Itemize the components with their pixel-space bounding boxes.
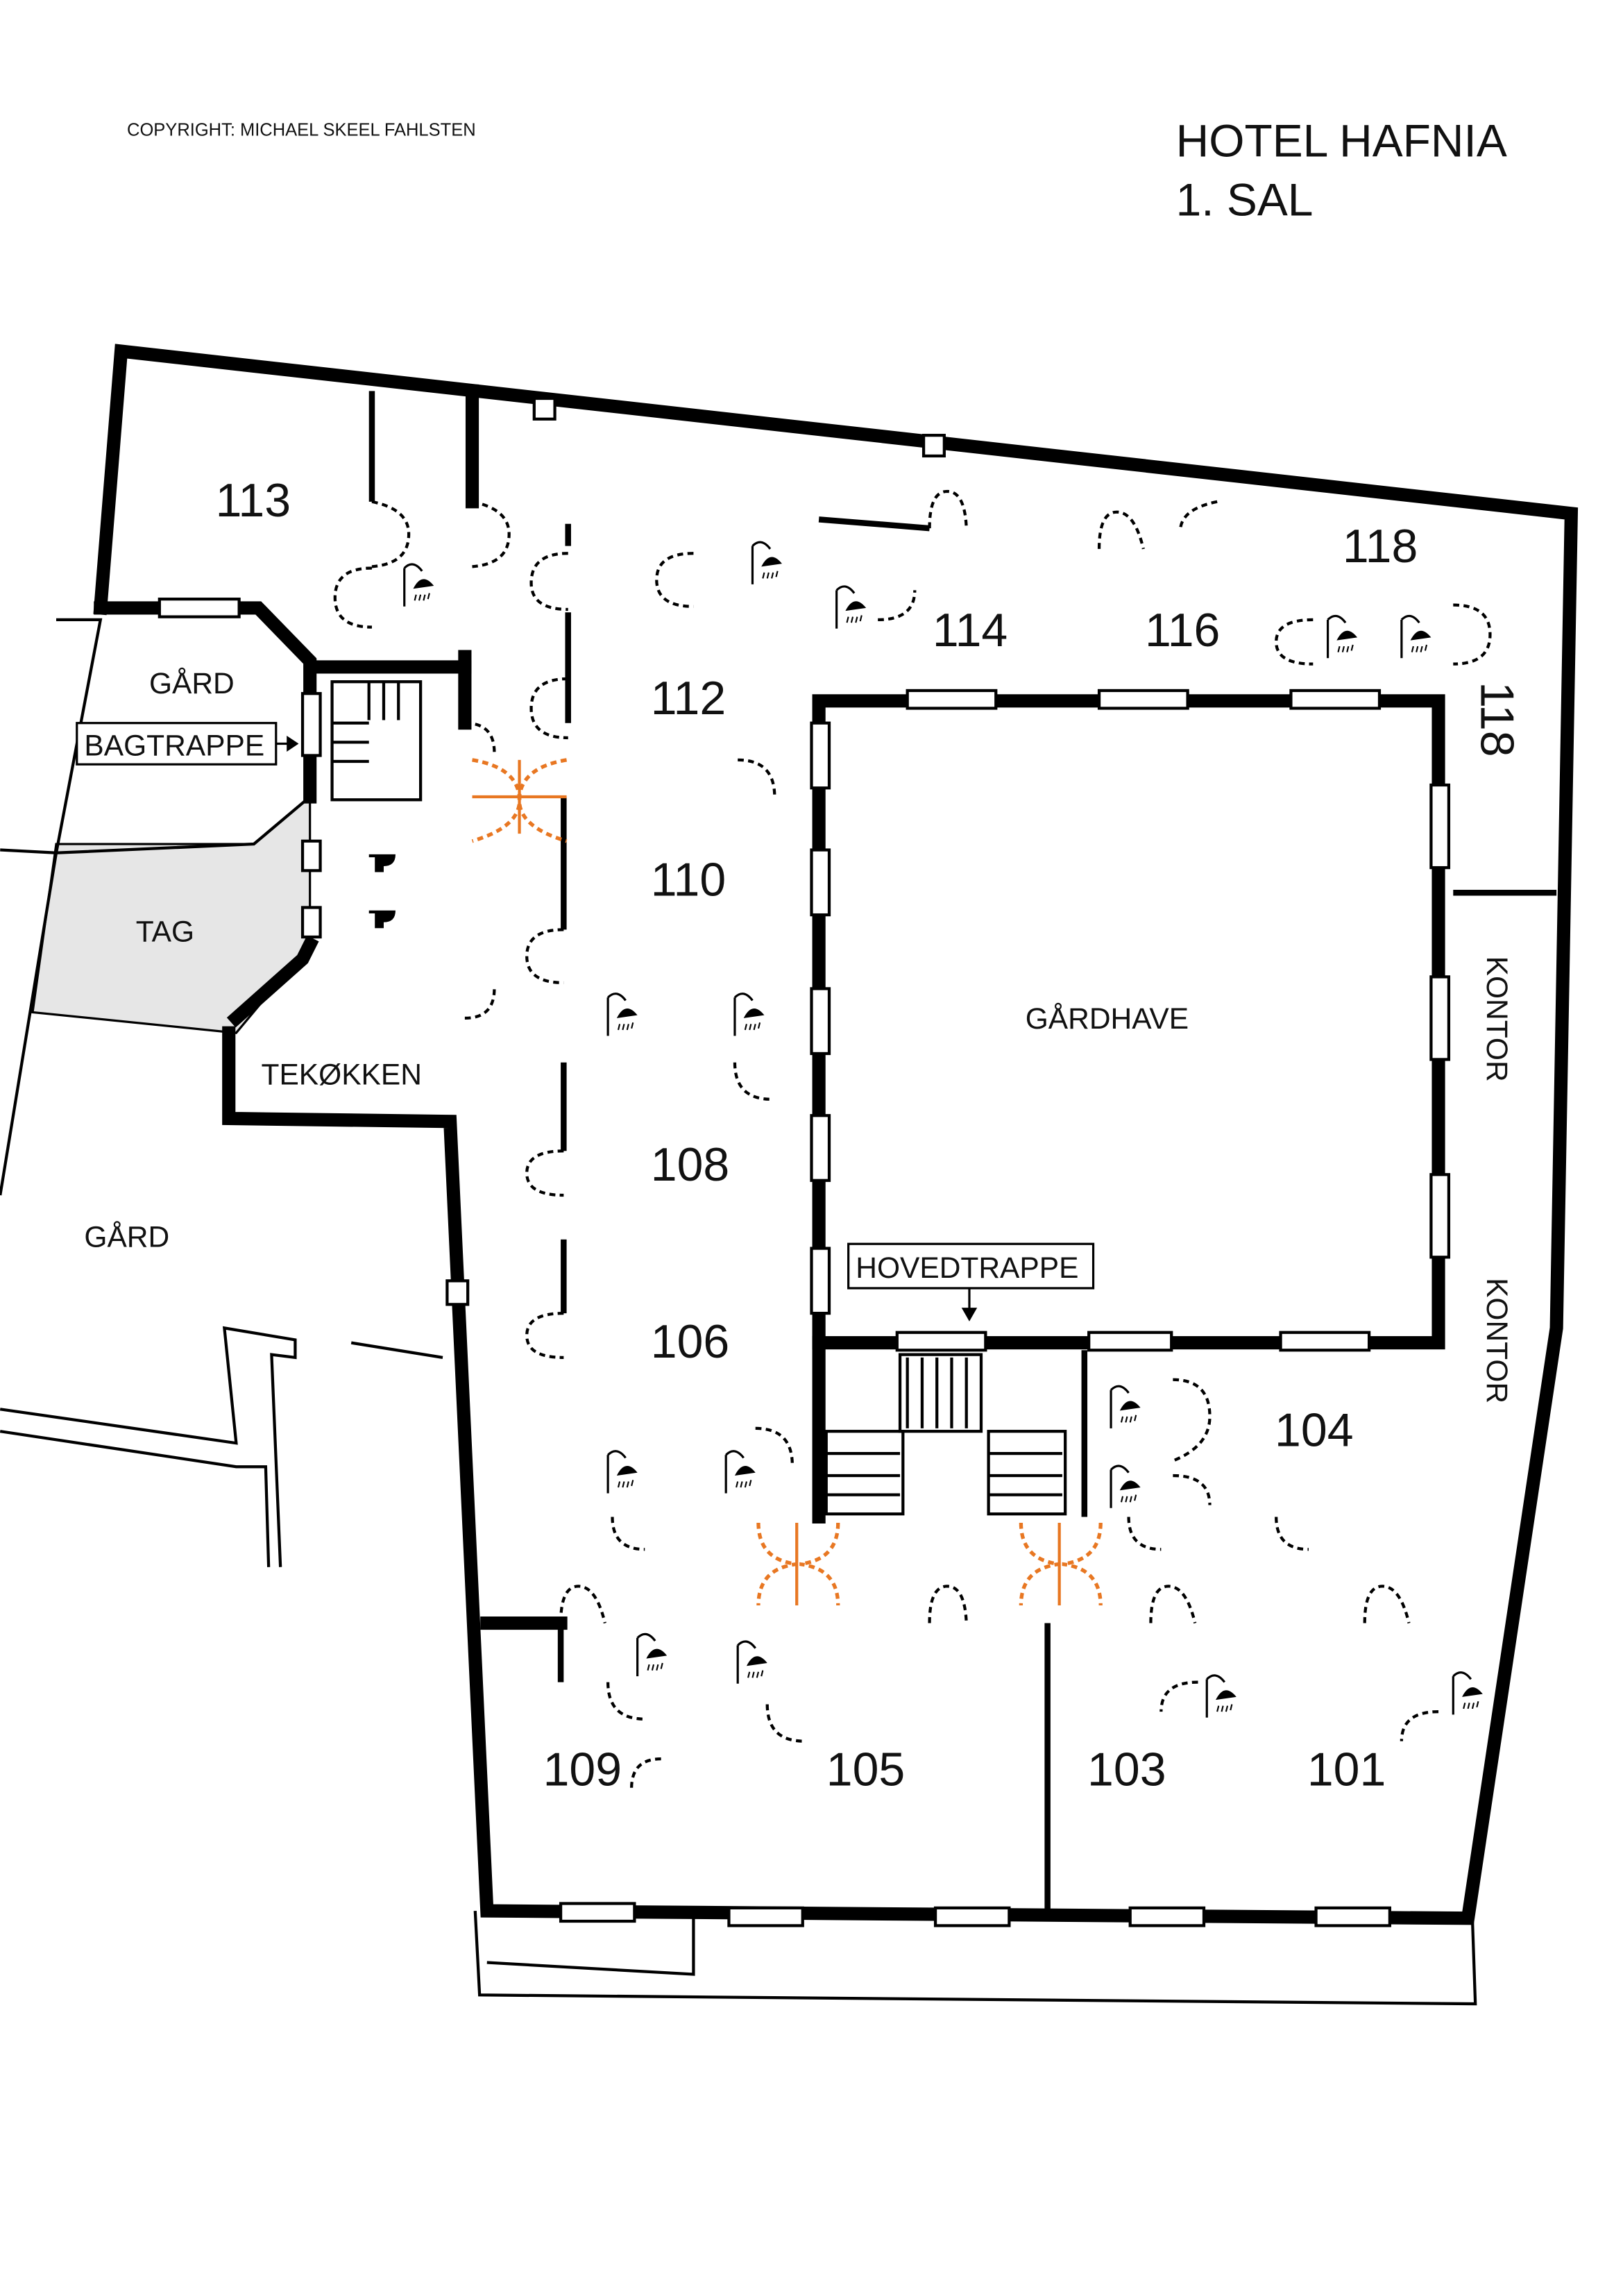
back-stair: [330, 680, 423, 802]
bagtrappe-box: [76, 722, 278, 766]
shower-icon: [751, 541, 783, 586]
interior-walls: [330, 391, 1557, 1911]
toilet-icon: [368, 834, 396, 872]
shower-icons: [368, 541, 1484, 1719]
room-114: 114: [933, 604, 1008, 657]
floor-label: 1. SAL: [1176, 174, 1314, 225]
room-labels: 113 112 110 108 106 114 116 118 118 104 …: [216, 474, 1524, 1796]
room-116: 116: [1145, 604, 1220, 657]
bagtrappe-label: BAGTRAPPE: [84, 729, 264, 762]
main-stair-treads: [898, 1353, 983, 1433]
page-title: HOTEL HAFNIA: [1176, 115, 1507, 166]
room-113: 113: [216, 474, 291, 527]
shower-icon: [606, 993, 639, 1038]
room-118: 118: [1343, 520, 1418, 573]
toilet-icon: [368, 889, 396, 929]
shower-icon: [1400, 614, 1432, 659]
tag-label: TAG: [136, 915, 194, 948]
shower-icon: [1326, 614, 1359, 659]
doors: [333, 489, 1492, 1789]
gardhave-label: GÅRDHAVE: [1026, 1002, 1189, 1036]
windows: [158, 396, 1451, 1927]
exterior-walls: [93, 344, 1579, 1925]
shower-icon: [636, 1632, 668, 1678]
room-101: 101: [1307, 1743, 1386, 1796]
area-labels: GÅRD BAGTRAPPE TAG TEKØKKEN GÅRD GÅRDHAV…: [76, 667, 1513, 1403]
room-106: 106: [651, 1315, 729, 1368]
shower-icon: [835, 585, 867, 630]
shower-icon: [403, 563, 435, 608]
kontor-label-2: KONTOR: [1480, 1278, 1513, 1403]
shower-icon: [736, 1640, 769, 1685]
gard-label-bottom: GÅRD: [84, 1220, 169, 1253]
shower-icon: [724, 1450, 757, 1495]
room-108: 108: [651, 1138, 729, 1191]
kontor-label-1: KONTOR: [1480, 956, 1513, 1082]
shower-icon: [1452, 1671, 1484, 1716]
room-105: 105: [826, 1743, 905, 1796]
room-118-side: 118: [1471, 682, 1524, 757]
gard-label-top: GÅRD: [149, 667, 235, 700]
room-112: 112: [651, 672, 726, 725]
shower-icon: [733, 993, 766, 1038]
tekokken-label: TEKØKKEN: [262, 1059, 422, 1092]
shower-icon: [1110, 1464, 1142, 1510]
shower-icon: [1110, 1385, 1142, 1430]
copyright-text: COPYRIGHT: MICHAEL SKEEL FAHLSTEN: [127, 121, 476, 140]
arrow-right-icon: [275, 736, 299, 752]
room-103: 103: [1087, 1743, 1166, 1796]
arrow-down-icon: [961, 1288, 978, 1322]
shower-icon: [606, 1450, 639, 1495]
room-104: 104: [1275, 1403, 1353, 1456]
room-110: 110: [651, 853, 726, 906]
room-109: 109: [543, 1743, 622, 1796]
neighbour-outlines: [0, 618, 1477, 2006]
shower-icon: [1205, 1674, 1238, 1719]
hovedtrappe-box: [847, 1242, 1095, 1290]
hovedtrappe-label: HOVEDTRAPPE: [856, 1252, 1078, 1285]
